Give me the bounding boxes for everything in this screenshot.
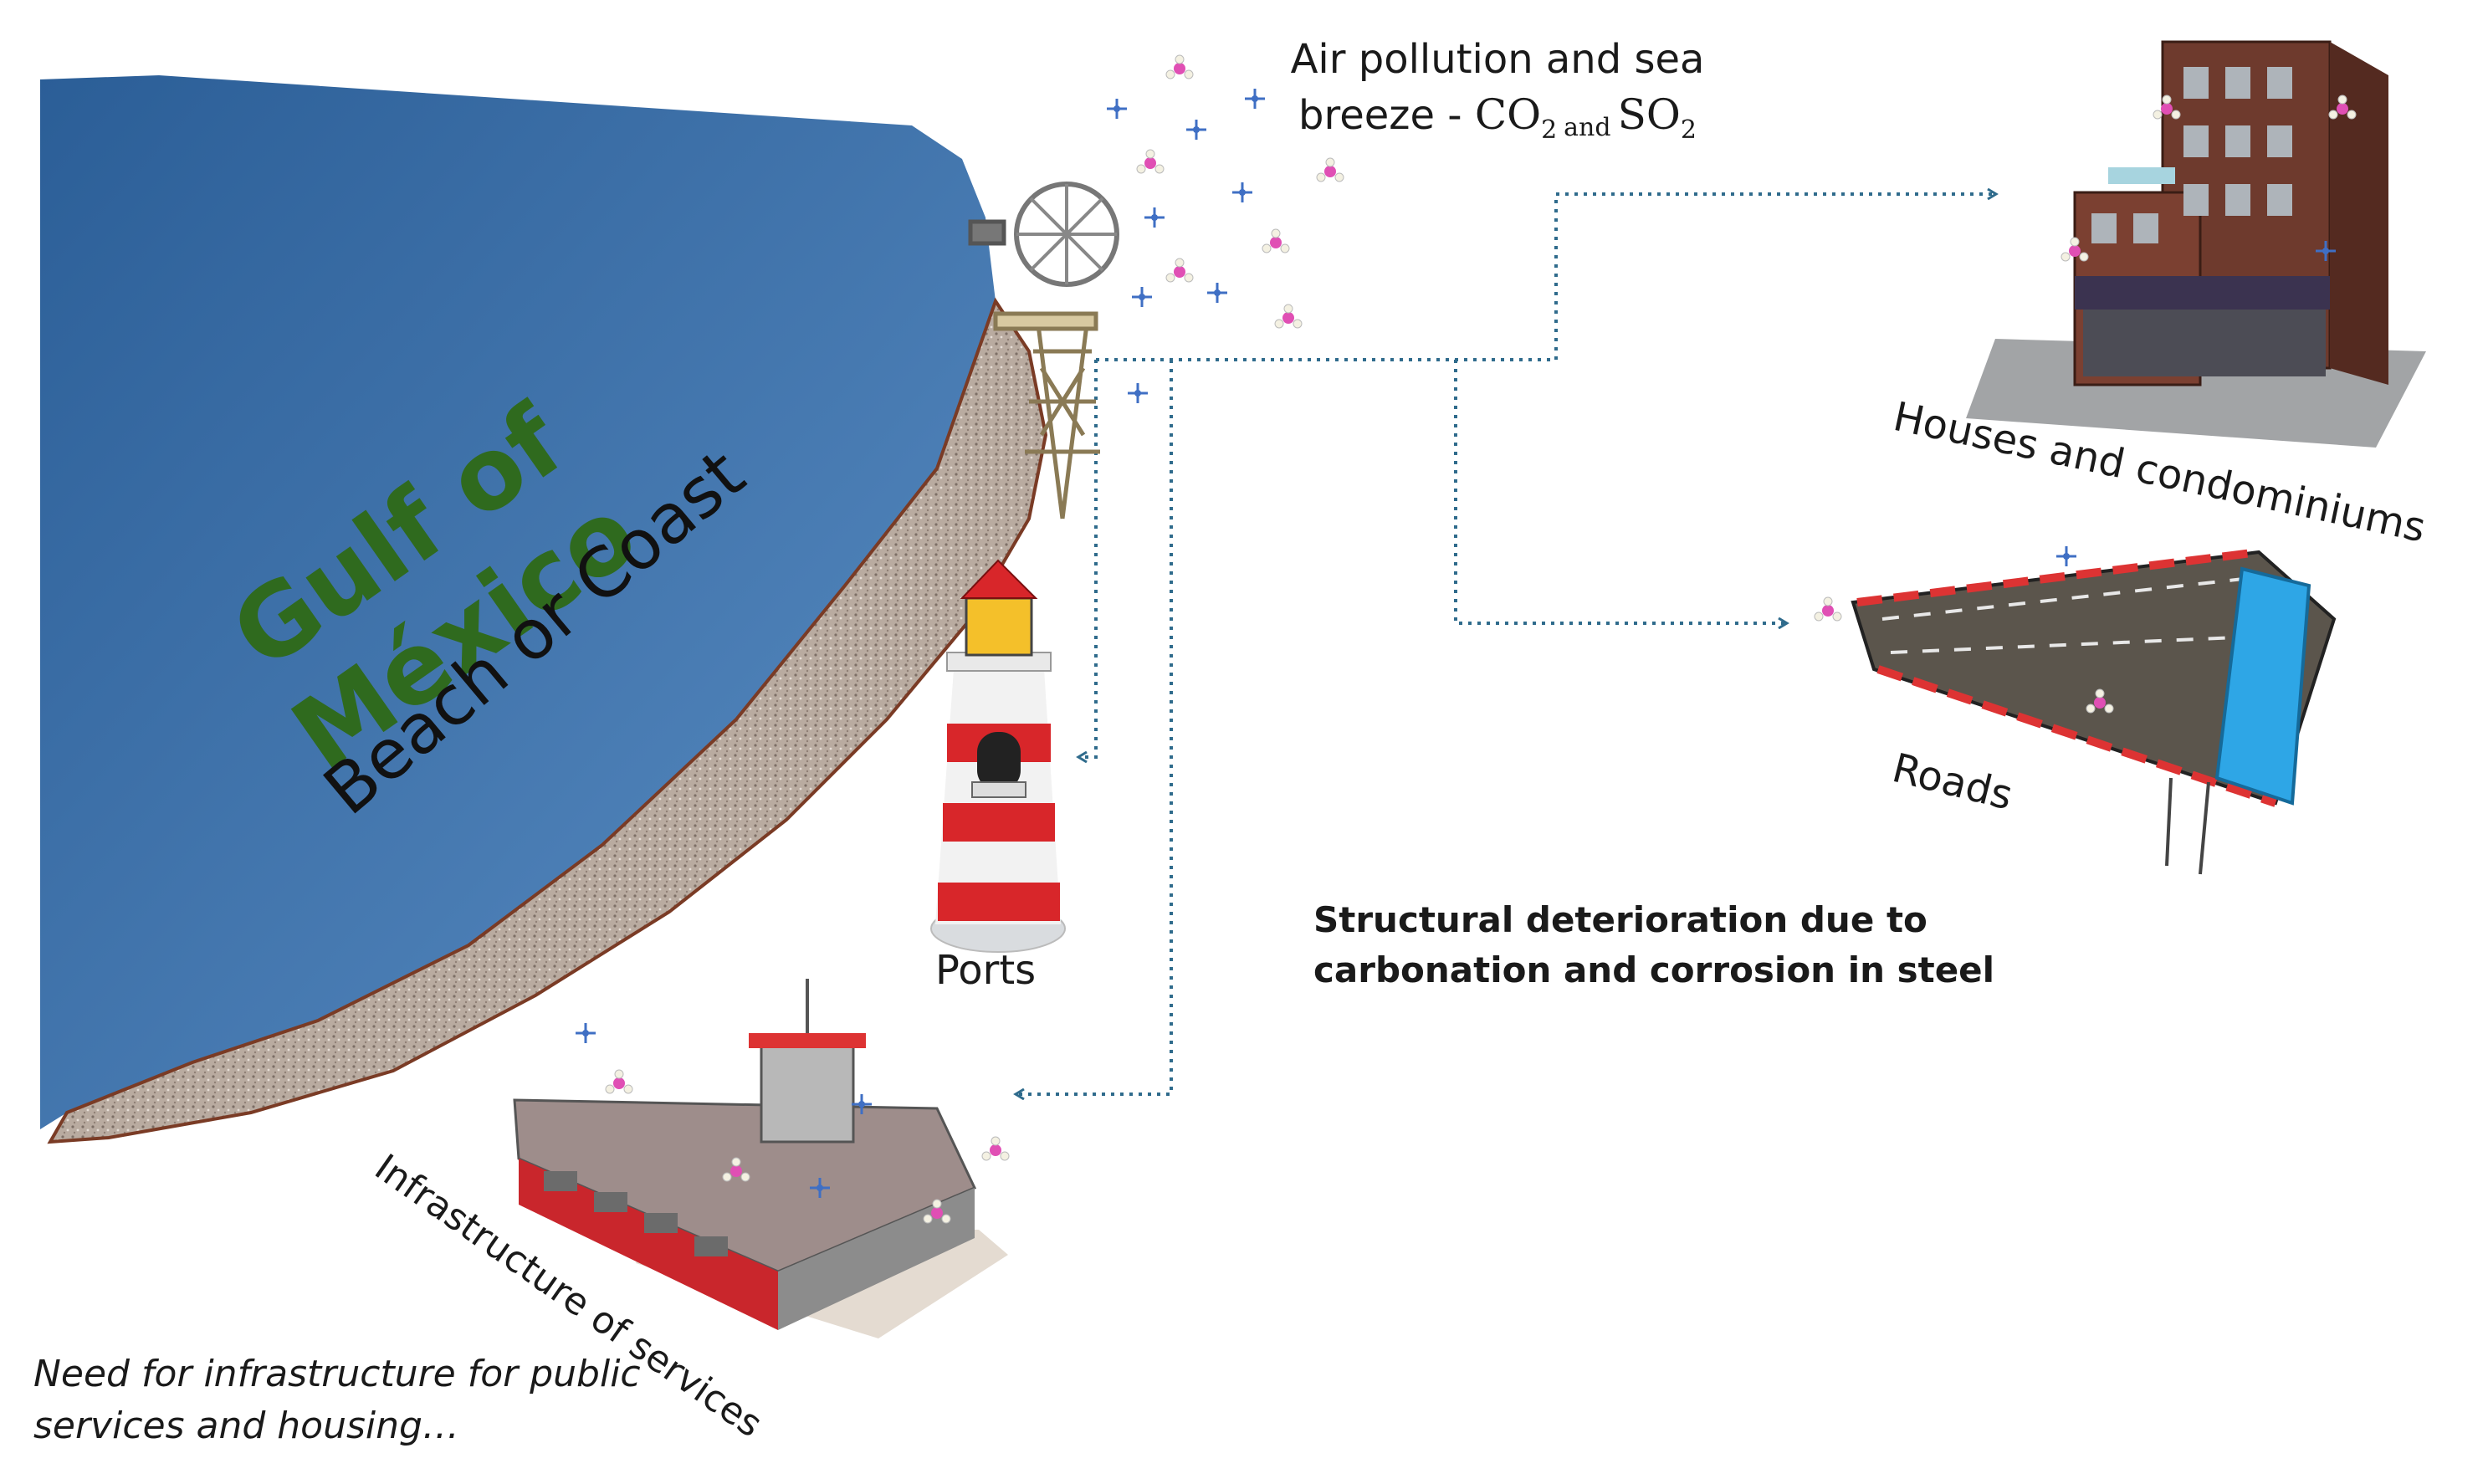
co2-molecule-icon [2061,237,2089,262]
arrow-to-roads [1454,360,1786,623]
so2-molecule-icon [1128,383,1148,403]
co2-subscript: 2 [1541,115,1558,145]
so2-molecule-icon [1144,207,1165,228]
co2-molecule-icon [1262,228,1290,253]
pollution-line-1: Air pollution and sea [1290,36,1705,83]
so2-molecule-icon [1232,182,1252,202]
so2-base: SO [1617,90,1681,139]
so2-molecule-icon [1107,99,1127,119]
road-icon [1851,548,2337,875]
and-word: and [1564,113,1611,142]
so2-molecule-icon [1186,120,1206,140]
co2-molecule-icon [722,1157,750,1182]
co2-molecule-icon [2328,95,2357,120]
co2-molecule-icon [1136,149,1165,174]
arrow-to-houses [1096,194,1995,361]
so2-molecule-icon [852,1094,872,1114]
need-label: Need for infrastructure for public servi… [33,1353,641,1447]
so2-molecule-icon [810,1178,830,1198]
so2-molecule-icon [2056,546,2076,566]
co2-formula: CO2 [1474,90,1557,145]
service-building-icon [513,979,1008,1338]
so2-molecule-icon [576,1023,596,1043]
co2-base: CO [1474,90,1542,139]
gulf-sea [40,75,996,1129]
arrow-to-infrastructure [1016,360,1173,1094]
co2-molecule-icon [1814,596,1842,622]
so2-molecule-icon [2316,241,2336,261]
deterioration-label: Structural deterioration due to carbonat… [1313,899,1995,990]
co2-molecule-icon [605,1069,633,1094]
windmill-icon [968,182,1119,519]
apartment-building-icon [1966,40,2426,448]
connector-arrows [1016,194,1995,1094]
co2-molecule-icon [2153,95,2181,120]
co2-molecule-icon [1316,157,1344,182]
co2-molecule-icon [1165,258,1194,283]
co2-molecule-icon [1274,304,1303,329]
co2-molecule-icon [2086,688,2114,714]
so2-molecule-icon [1132,287,1152,307]
molecules [576,54,2357,1224]
ports-label: Ports [935,947,1037,994]
so2-formula: SO2 [1617,90,1697,145]
so2-molecule-icon [1245,89,1265,109]
so2-molecule-icon [1207,283,1227,303]
arrow-to-ports [1079,360,1098,757]
pollution-prefix: breeze - [1298,92,1475,139]
so2-subscript: 2 [1680,115,1697,145]
co2-molecule-icon [1165,54,1194,79]
lighthouse-icon [930,559,1066,953]
co2-molecule-icon [981,1136,1010,1161]
co2-molecule-icon [923,1199,951,1224]
